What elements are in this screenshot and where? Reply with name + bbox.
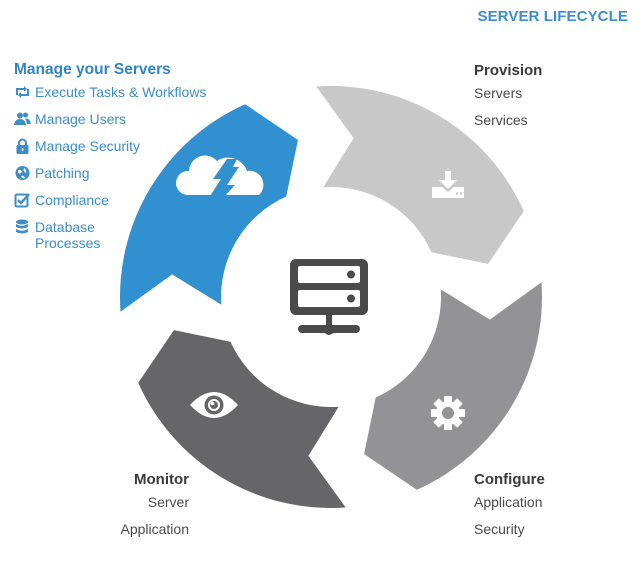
manage-heading: Manage your Servers <box>14 61 171 78</box>
download-icon <box>432 171 464 198</box>
manage-segment[interactable] <box>120 104 298 312</box>
page-title: SERVER LIFECYCLE <box>477 8 628 25</box>
monitor-item: Application <box>120 521 190 537</box>
manage-item-security[interactable]: Manage Security <box>14 138 234 165</box>
users-icon <box>14 111 31 127</box>
provision-item: Services <box>474 112 528 128</box>
gear-icon <box>431 396 465 430</box>
configure-item: Application <box>474 494 543 510</box>
manage-item-label: Execute Tasks & Workflows <box>35 84 207 100</box>
provision-item: Servers <box>474 85 523 101</box>
configure-segment[interactable] <box>364 282 542 490</box>
configure-stage: Configure Application Security <box>474 471 545 548</box>
eye-icon <box>190 392 238 418</box>
monitor-item: Server <box>147 494 189 510</box>
manage-servers-panel: Manage your Servers Execute Tasks & Work… <box>14 61 234 253</box>
retweet-icon <box>14 84 31 100</box>
monitor-stage: Monitor Server Application <box>100 471 190 548</box>
manage-item-execute-tasks[interactable]: Execute Tasks & Workflows <box>14 84 234 111</box>
globe-icon <box>14 165 31 181</box>
configure-item: Security <box>474 521 525 537</box>
provision-stage: Provision Servers Services <box>474 62 542 139</box>
configure-title: Configure <box>474 471 545 488</box>
cloud-lightning-icon <box>175 155 264 211</box>
provision-title: Provision <box>474 62 543 79</box>
manage-item-label: Patching <box>35 165 90 181</box>
server-icon <box>290 259 368 335</box>
manage-item-patching[interactable]: Patching <box>14 165 234 192</box>
manage-item-label: Manage Security <box>35 138 141 154</box>
database-label-line2: Processes <box>35 235 101 251</box>
manage-item-compliance[interactable]: Compliance <box>14 192 234 219</box>
manage-item-label: Compliance <box>35 192 109 208</box>
manage-item-users[interactable]: Manage Users <box>14 111 234 138</box>
manage-item-label: Manage Users <box>35 111 127 127</box>
checkbox-icon <box>14 192 31 208</box>
monitor-segment[interactable] <box>138 330 346 508</box>
database-label-line1: Database <box>35 219 95 235</box>
monitor-title: Monitor <box>134 471 189 488</box>
lock-icon <box>14 138 31 154</box>
database-icon <box>14 219 31 235</box>
provision-segment[interactable] <box>316 86 524 264</box>
